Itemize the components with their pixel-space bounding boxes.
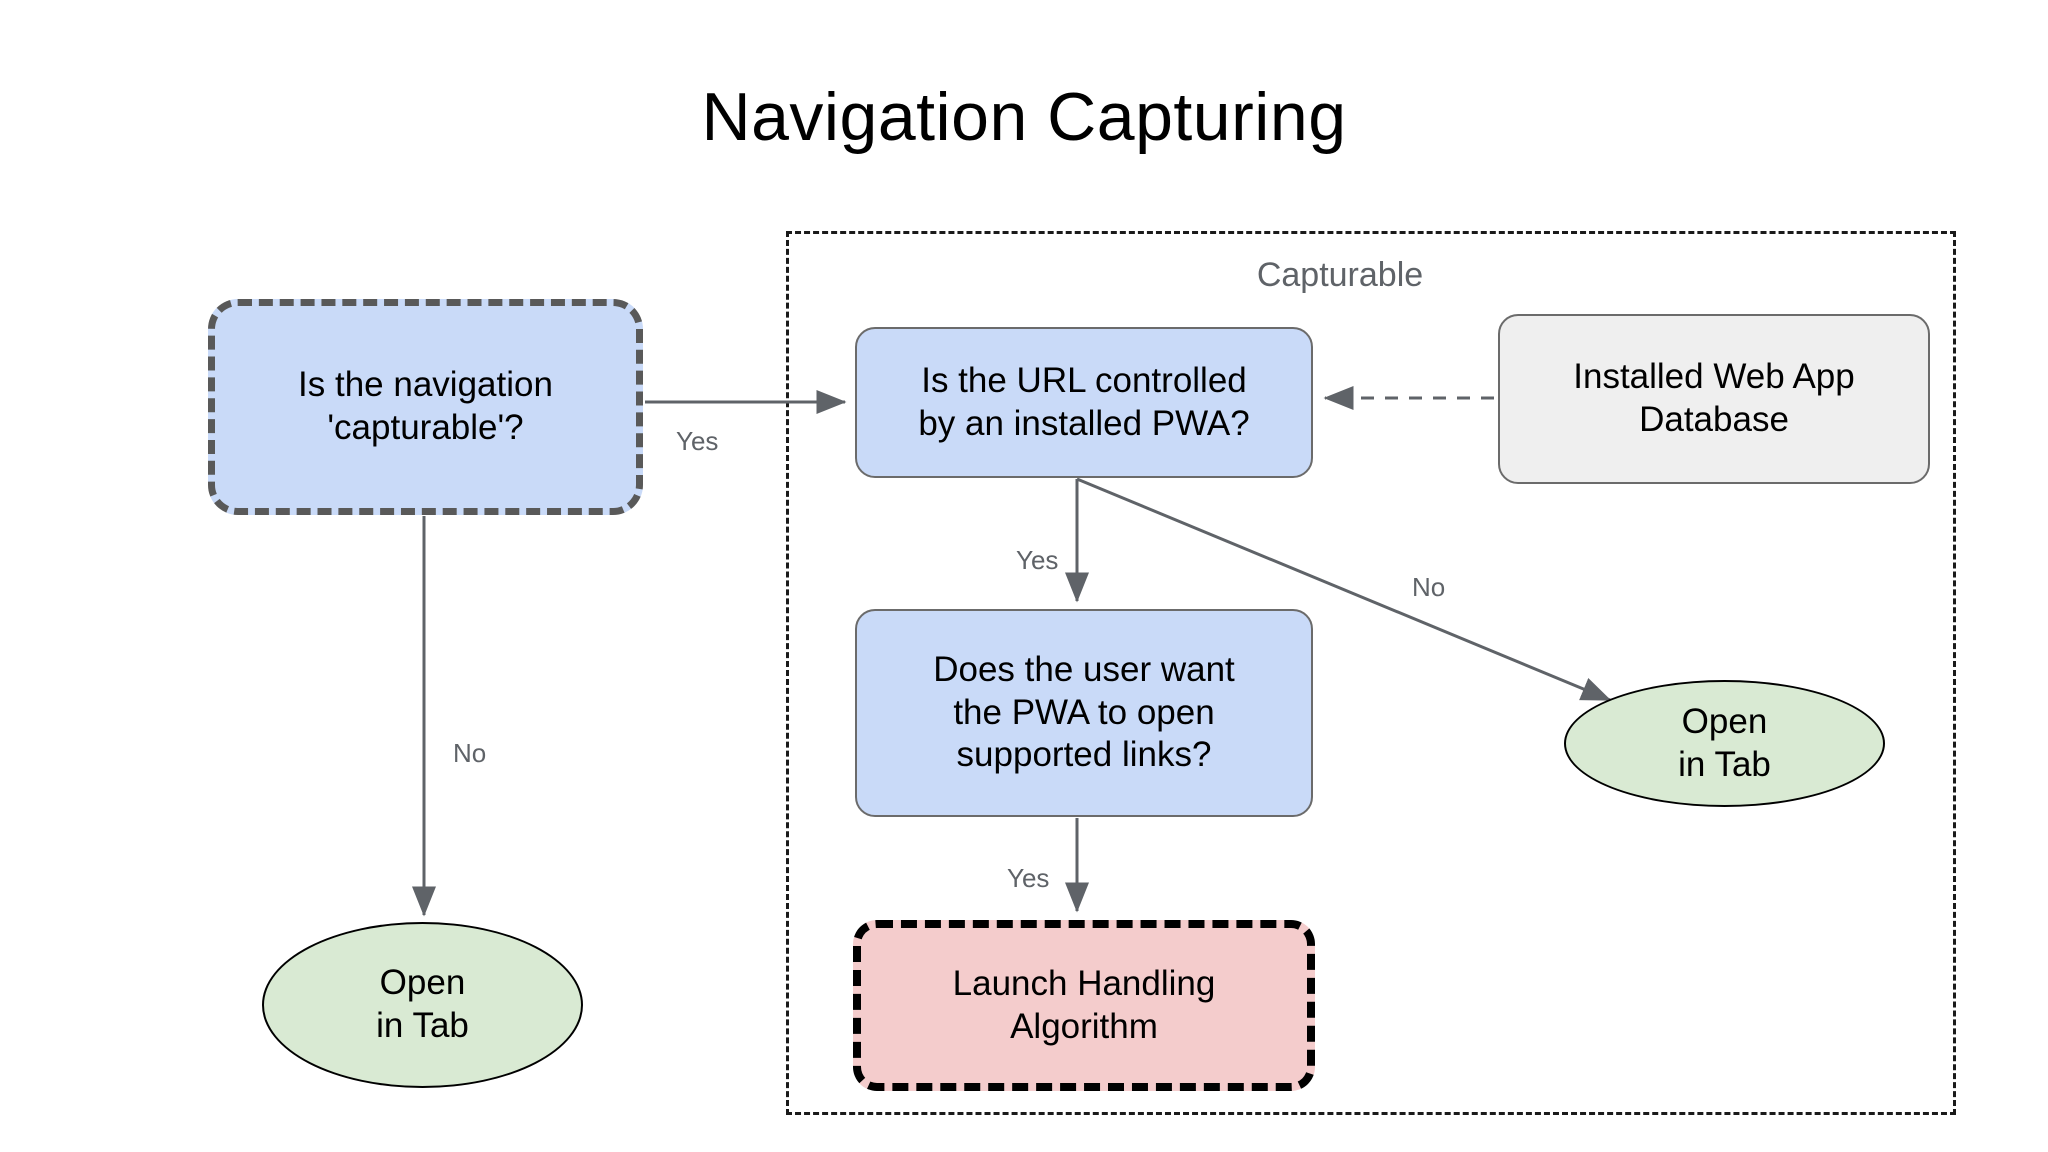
edge-label-links-yes: Yes — [1007, 863, 1050, 893]
edge-label-capturable-yes: Yes — [676, 426, 719, 456]
node-label: Is the URL controlled by an installed PW… — [918, 360, 1250, 443]
node-label: Open in Tab — [1678, 701, 1771, 784]
node-label: Installed Web App Database — [1573, 357, 1855, 439]
node-is-navigation-capturable[interactable]: Is the navigation 'capturable'? — [208, 299, 643, 515]
page-title: Navigation Capturing — [701, 79, 1347, 155]
node-open-in-tab-left[interactable]: Open in Tab — [262, 922, 583, 1088]
node-is-url-controlled-by-installed-pwa[interactable]: Is the URL controlled by an installed PW… — [855, 327, 1313, 478]
capturable-group-label: Capturable — [1256, 256, 1424, 294]
node-open-in-tab-right[interactable]: Open in Tab — [1564, 680, 1885, 807]
node-label: Does the user want the PWA to open suppo… — [933, 649, 1235, 775]
node-label: Is the navigation 'capturable'? — [298, 365, 553, 447]
node-label: Launch Handling Algorithm — [952, 963, 1216, 1046]
capturable-group-container — [786, 231, 1956, 1115]
edge-label-capturable-no: No — [453, 738, 487, 768]
node-label: Open in Tab — [376, 963, 469, 1045]
edge-label-pwa-yes: Yes — [1016, 545, 1059, 575]
edge-label-pwa-no: No — [1412, 572, 1446, 602]
node-does-user-want-pwa-open-supported-links[interactable]: Does the user want the PWA to open suppo… — [855, 609, 1313, 817]
node-launch-handling-algorithm[interactable]: Launch Handling Algorithm — [853, 920, 1315, 1091]
node-installed-web-app-database[interactable]: Installed Web App Database — [1498, 314, 1930, 484]
